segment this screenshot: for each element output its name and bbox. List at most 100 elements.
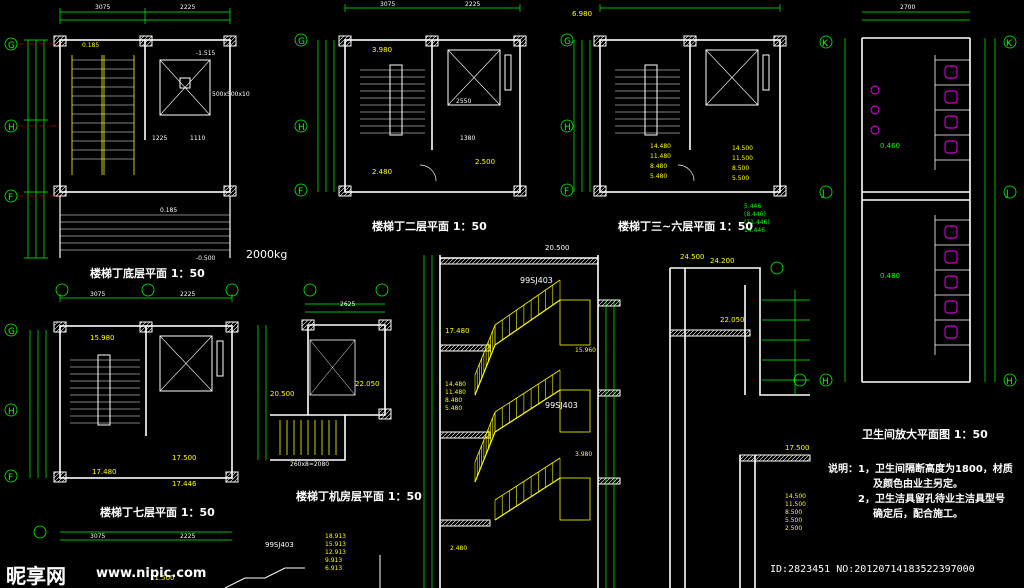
axis-label-f-4: F: [8, 473, 13, 483]
svg-text:3.980: 3.980: [575, 451, 592, 458]
axis-label-f: F: [8, 193, 13, 203]
svg-text:1225: 1225: [152, 135, 167, 142]
title-restroom: 卫生间放大平面图 1：50: [862, 428, 988, 441]
svg-text:99SJ403: 99SJ403: [545, 401, 578, 410]
plan-third-sixth-floor: G H F 6.980 14.480 11.480 8.480 5.480 14…: [560, 4, 787, 234]
svg-text:8.500: 8.500: [732, 165, 749, 172]
svg-text:2625: 2625: [340, 301, 355, 308]
handrail: [494, 279, 561, 326]
note-line-4: 确定后，配合施工。: [873, 509, 963, 520]
handrail: [474, 324, 496, 376]
toilet-fixture: [944, 90, 958, 104]
axis-label-k: K: [822, 39, 829, 49]
section-roof-elevator: 24.500 24.200 22.050 17.500 14.500 11.50…: [669, 253, 811, 588]
axis-label-h-4: H: [8, 407, 15, 417]
svg-text:J: J: [1005, 189, 1009, 199]
hoist-capacity-label: 2000kg: [246, 248, 287, 261]
svg-text:3.980: 3.980: [372, 46, 392, 54]
svg-text:17.500: 17.500: [785, 444, 810, 452]
svg-text:18.913: 18.913: [325, 533, 346, 540]
svg-text:500x500x10: 500x500x10: [212, 91, 250, 98]
svg-text:2225: 2225: [180, 533, 195, 540]
section-stair: 20.500 99SJ403 99SJ403 17.480 14.480 11.…: [423, 244, 621, 588]
axis-label-h: H: [8, 123, 15, 133]
svg-text:1380: 1380: [460, 135, 475, 142]
svg-text:8.480: 8.480: [445, 397, 462, 404]
svg-text:11.500: 11.500: [785, 501, 806, 508]
svg-text:(11.446): (11.446): [744, 219, 770, 226]
axis-label-g-2: G: [298, 37, 305, 47]
axis-label-h-r: H: [822, 377, 829, 387]
bottom-details: 99SJ403 18.913 15.913 12.913 9.913 6.913…: [150, 533, 381, 588]
axis-label-g-4: G: [8, 327, 15, 337]
stair-flight: [494, 477, 561, 521]
basin-fixture: [870, 125, 880, 135]
plan-machine-room: 2000kg 20.500 22.050 260x8=2080 2625: [246, 248, 392, 468]
stair-flight: [474, 431, 496, 483]
svg-text:2225: 2225: [180, 4, 195, 11]
title-second-floor: 楼梯丁二层平面 1：50: [372, 220, 487, 233]
svg-text:17.480: 17.480: [92, 468, 117, 476]
svg-text:22.050: 22.050: [720, 316, 745, 324]
svg-text:5.480: 5.480: [445, 405, 462, 412]
title-third-sixth-floor: 楼梯丁三~六层平面 1：50: [618, 220, 754, 233]
toilet-fixture: [944, 300, 958, 314]
axis-label-f-2: F: [298, 187, 303, 197]
toilet-fixture: [944, 250, 958, 264]
basin-fixture: [870, 85, 880, 95]
svg-text:-1.515: -1.515: [196, 50, 216, 57]
toilet-fixture: [944, 275, 958, 289]
svg-text:15.913: 15.913: [325, 541, 346, 548]
note-line-2: 及颜色由业主另定。: [873, 479, 963, 490]
axis-label-f-3: F: [564, 187, 569, 197]
axis-label-h-2: H: [298, 123, 305, 133]
svg-text:24.200: 24.200: [710, 257, 735, 265]
title-ground-floor: 楼梯丁底层平面 1：50: [90, 267, 205, 280]
svg-text:15.980: 15.980: [90, 334, 115, 342]
watermark-url: www.nipic.com: [96, 566, 207, 581]
svg-text:2.480: 2.480: [450, 545, 467, 552]
watermark-id: ID:2823451 NO:20120714183522397000: [770, 564, 975, 575]
svg-text:11.500: 11.500: [732, 155, 753, 162]
svg-text:17.480: 17.480: [445, 327, 470, 335]
svg-text:11.480: 11.480: [650, 153, 671, 160]
svg-text:0.480: 0.480: [880, 272, 900, 280]
svg-text:5.480: 5.480: [650, 173, 667, 180]
svg-text:2225: 2225: [180, 291, 195, 298]
svg-text:2.500: 2.500: [785, 525, 802, 532]
svg-text:0.460: 0.460: [880, 142, 900, 150]
svg-text:9.913: 9.913: [325, 557, 342, 564]
svg-text:14.480: 14.480: [650, 143, 671, 150]
plan-second-floor: G H F 3075 2225 3.980 2.480 2.500 2550 1…: [294, 1, 527, 197]
svg-text:260x8=2080: 260x8=2080: [290, 461, 329, 468]
toilet-fixture: [944, 115, 958, 129]
axis-label-g-3: G: [564, 37, 571, 47]
plan-ground-floor: G H F 3075 2225 0.185 -1.515 500x500x10 …: [4, 4, 250, 262]
svg-text:14.500: 14.500: [732, 145, 753, 152]
svg-text:H: H: [1006, 377, 1013, 387]
svg-text:20.500: 20.500: [545, 244, 570, 252]
title-machine-room: 楼梯丁机房层平面 1：50: [296, 490, 422, 503]
door-opening: [559, 477, 591, 521]
plan-restroom: K J H K J H 2700 0.460 0.480: [819, 4, 1017, 387]
note-line-1: 说明：1，卫生间隔断高度为1800，材质: [828, 464, 1013, 475]
svg-text:2700: 2700: [900, 4, 915, 11]
svg-text:6.980: 6.980: [572, 10, 592, 18]
svg-text:14.500: 14.500: [785, 493, 806, 500]
stair-flight: [494, 389, 561, 433]
toilet-fixture: [944, 140, 958, 154]
svg-text:12.913: 12.913: [325, 549, 346, 556]
svg-text:3075: 3075: [90, 291, 105, 298]
toilet-fixture: [944, 225, 958, 239]
svg-text:22.050: 22.050: [355, 380, 380, 388]
door-opening: [559, 389, 591, 433]
svg-text:8.480: 8.480: [650, 163, 667, 170]
svg-text:-0.500: -0.500: [196, 255, 216, 262]
svg-text:11.480: 11.480: [445, 389, 466, 396]
svg-text:5.500: 5.500: [732, 175, 749, 182]
notes-block: 说明：1，卫生间隔断高度为1800，材质 及颜色由业主另定。 2，卫生洁具留孔待…: [828, 462, 1013, 522]
handrail: [494, 369, 561, 413]
stair-flight: [494, 299, 561, 346]
svg-text:17.446: 17.446: [172, 480, 197, 488]
